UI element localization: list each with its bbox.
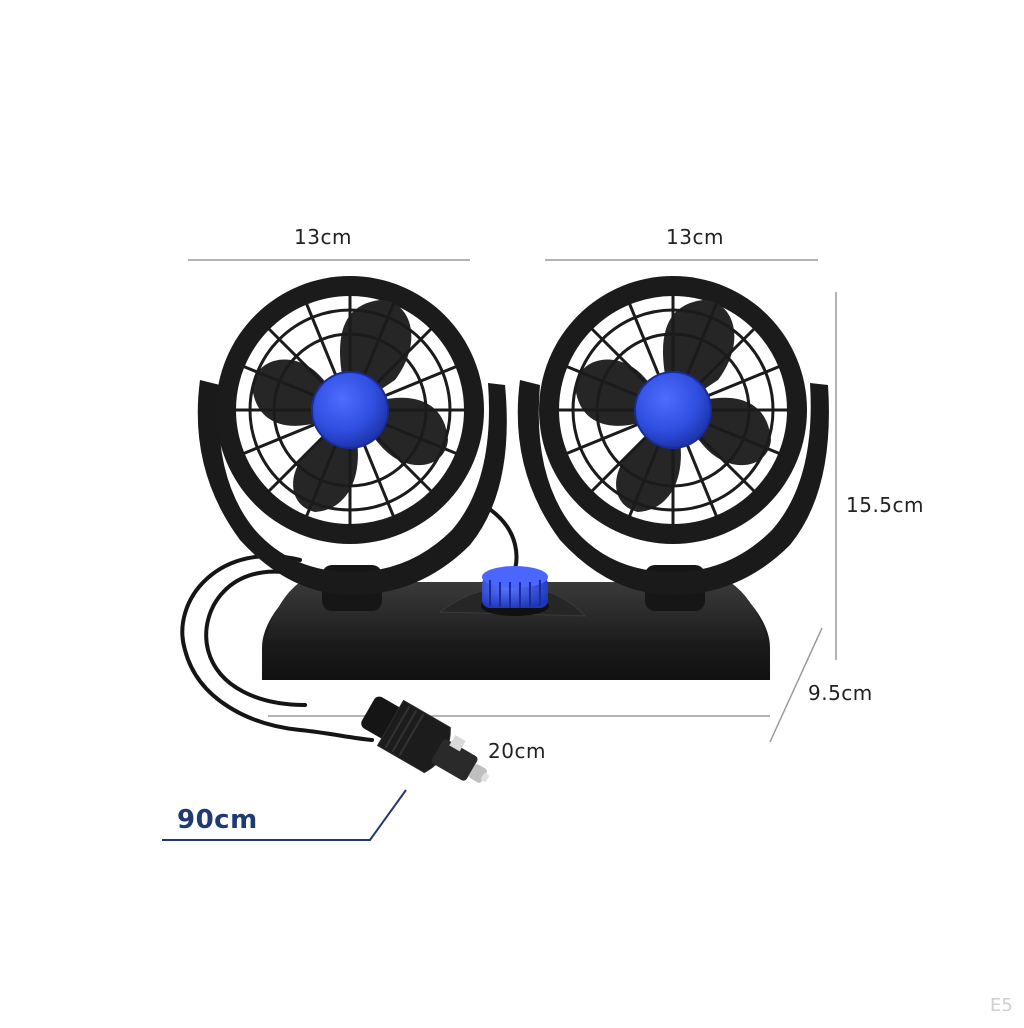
right-fan-hub (634, 371, 712, 449)
cable-length-line (162, 789, 407, 841)
left-fan (197, 276, 507, 611)
height-label: 15.5cm (846, 493, 925, 517)
right-fan-width-label: 13cm (666, 225, 724, 249)
left-fan-width-label: 13cm (294, 225, 352, 249)
dimension-lines (188, 259, 837, 743)
cable-length-label: 90cm (177, 805, 258, 835)
speed-control-knob (481, 566, 549, 616)
left-fan-hub (311, 371, 389, 449)
watermark: E5 (990, 995, 1013, 1016)
depth-line (769, 627, 823, 743)
base-width-label: 20cm (488, 739, 546, 763)
cigarette-lighter-plug (361, 696, 489, 783)
right-fan (517, 276, 829, 611)
depth-label: 9.5cm (808, 681, 873, 705)
